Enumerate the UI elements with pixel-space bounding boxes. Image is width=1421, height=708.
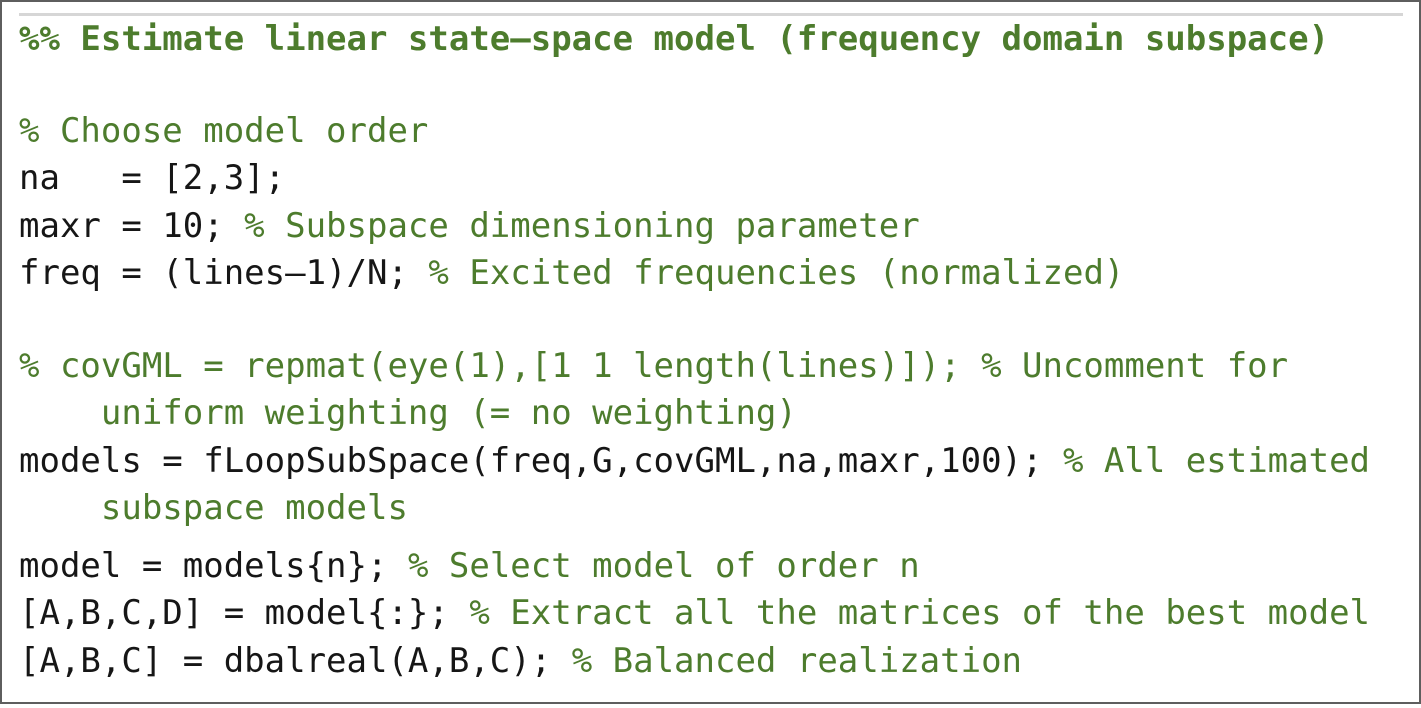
code-line: % Choose model order (19, 108, 1403, 156)
comment-segment: uniform weighting (= no weighting) (19, 393, 797, 433)
code-line: [A,B,C,D] = model{:}; % Extract all the … (19, 590, 1403, 638)
comment-segment: % Choose model order (19, 110, 429, 151)
code-line: maxr = 10; % Subspace dimensioning param… (19, 203, 1403, 251)
comment-segment: % Select model of order n (407, 545, 920, 586)
comment-segment: % Balanced realization (571, 640, 1023, 681)
comment-segment: % All estimated (1062, 440, 1371, 481)
code-line: % covGML = repmat(eye(1),[1 1 length(lin… (19, 343, 1403, 391)
code-segment: maxr = 10; (19, 205, 245, 246)
comment-segment: subspace models (19, 488, 408, 528)
code-segment: models = fLoopSubSpace(freq,G,covGML,na,… (19, 440, 1063, 481)
comment-segment: % Extract all the matrices of the best m… (469, 593, 1371, 633)
comment-segment: % Subspace dimensioning parameter (244, 205, 920, 246)
code-segment: model = models{n}; (19, 545, 408, 586)
code-block-subspace-estimation: % covGML = repmat(eye(1),[1 1 length(lin… (19, 343, 1403, 533)
code-line: subspace models (19, 485, 1403, 533)
comment-segment: % Excited frequencies (normalized) (428, 253, 1125, 293)
code-line: na = [2,3]; (19, 155, 1403, 203)
code-segment: [A,B,C,D] = model{:}; (19, 593, 470, 633)
section-title-comment: %% Estimate linear state—space model (fr… (19, 19, 1330, 59)
code-line: [A,B,C] = dbalreal(A,B,C); % Balanced re… (19, 638, 1403, 686)
section-divider-line (19, 13, 1403, 16)
code-segment: na = [2,3]; (19, 158, 286, 198)
code-segment: [A,B,C] = dbalreal(A,B,C); (19, 640, 572, 681)
code-block-model-selection: model = models{n}; % Select model of ord… (19, 543, 1403, 686)
code-line: uniform weighting (= no weighting) (19, 390, 1403, 438)
code-area[interactable]: %% Estimate linear state—space model (fr… (2, 2, 1419, 685)
code-block-model-order: % Choose model order na = [2,3]; maxr = … (19, 108, 1403, 298)
code-line: models = fLoopSubSpace(freq,G,covGML,na,… (19, 438, 1403, 486)
comment-segment: % covGML = repmat(eye(1),[1 1 length(lin… (19, 345, 1289, 386)
code-line: freq = (lines—1)/N; % Excited frequencie… (19, 250, 1403, 298)
code-segment: freq = (lines—1)/N; (19, 253, 429, 293)
code-line: model = models{n}; % Select model of ord… (19, 543, 1403, 591)
